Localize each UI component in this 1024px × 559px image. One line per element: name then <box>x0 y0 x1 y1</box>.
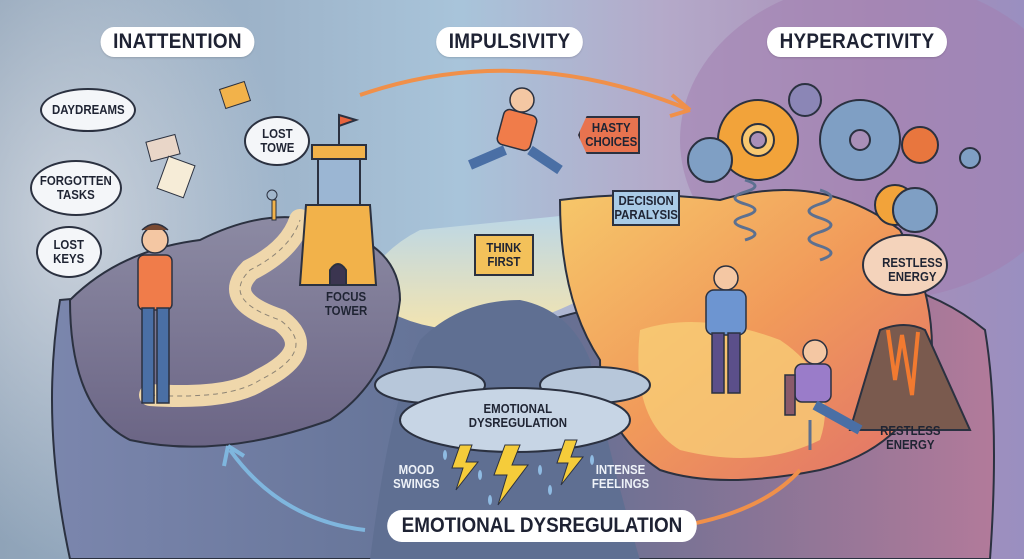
focus-tower-icon <box>298 113 378 286</box>
storm-cloud-label: EMOTIONAL DYSREGULATION <box>468 401 568 430</box>
keys-icon <box>266 189 278 221</box>
footer-title-emotional-dysregulation: EMOTIONAL DYSREGULATION <box>387 510 697 542</box>
section-title-inattention: INATTENTION <box>100 27 255 57</box>
thought-bubble-daydreams: DAYDREAMS <box>40 88 136 132</box>
restless-energy-cloud-label: RESTLESS ENERGY <box>882 255 943 284</box>
confused-person-icon <box>137 223 173 404</box>
sign-think-first: THINK FIRST <box>474 234 534 276</box>
thought-bubble-lost-towe: LOST TOWE <box>244 116 310 166</box>
jumping-person-icon <box>468 87 563 175</box>
mood-swings-label: MOOD SWINGS <box>393 462 440 491</box>
sign-hasty-choices: HASTY CHOICES <box>578 116 640 154</box>
fidgeting-person-icon <box>784 339 863 450</box>
sign-decision-paralysis: DECISION PARALYSIS <box>612 190 680 226</box>
section-title-hyperactivity: HYPERACTIVITY <box>766 27 947 57</box>
intense-feelings-label: INTENSE FEELINGS <box>591 462 650 491</box>
thought-bubble-forgotten-tasks: FORGOTTEN TASKS <box>30 160 122 216</box>
document-icon <box>156 155 196 199</box>
gear-icon <box>687 83 981 233</box>
restless-energy-label: RESTLESS ENERGY <box>880 423 941 452</box>
envelope-icon <box>145 80 252 163</box>
section-title-impulsivity: IMPULSIVITY <box>436 27 583 57</box>
focus-tower-label: FOCUS TOWER <box>324 289 368 318</box>
restless-person-icon <box>705 265 747 394</box>
thought-bubble-lost-keys: LOST KEYS <box>36 226 102 278</box>
